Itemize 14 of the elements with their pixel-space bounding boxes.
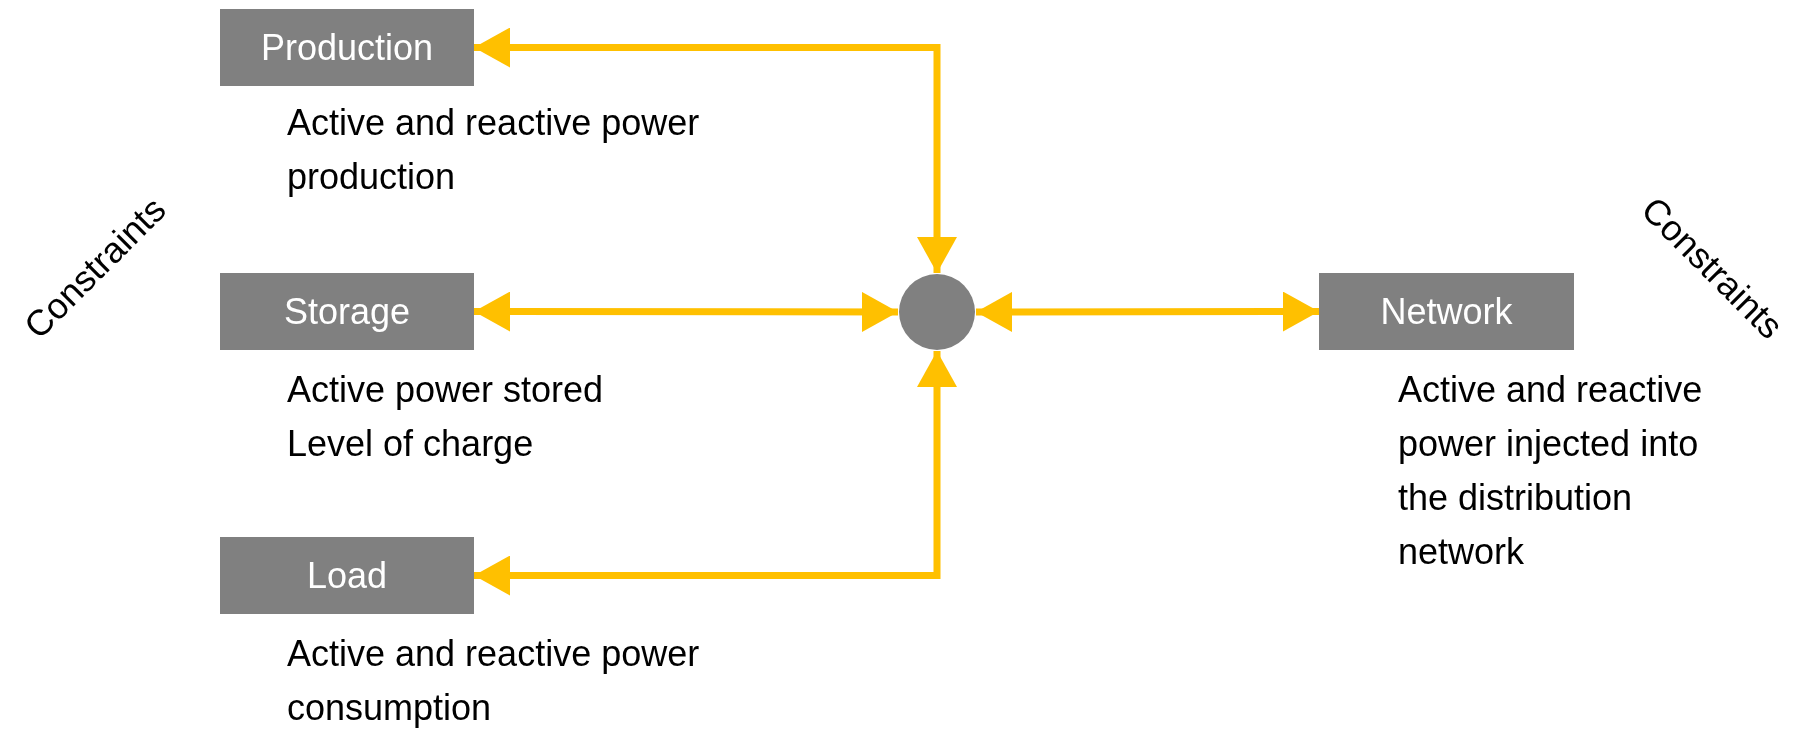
double-arrow [474,291,898,332]
description-text: Active and reactive power production [287,101,701,199]
description-text: Level of charge [287,422,535,466]
double-arrow [976,291,1319,332]
double-arrow [474,27,957,273]
junction-circle [898,273,976,351]
component-box: Load [220,537,474,614]
component-box: Storage [220,273,474,350]
component-box: Network [1319,273,1574,350]
description-text: Active and reactive power consumption [287,632,701,730]
description-text: Active power stored [287,368,605,412]
component-box: Production [220,9,474,86]
description-text: Active and reactive power injected into the distribution network [1398,368,1704,574]
double-arrow [474,351,957,596]
